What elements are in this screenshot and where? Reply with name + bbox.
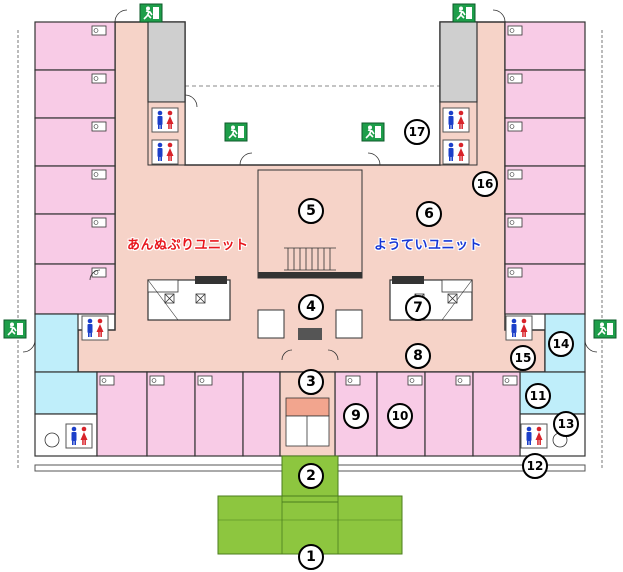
toilet-icon xyxy=(151,139,179,165)
exit-sign-icon xyxy=(224,122,248,142)
toilet-icon xyxy=(442,139,470,165)
toilet-icon xyxy=(151,107,179,133)
exit-sign-icon xyxy=(3,319,27,339)
marker-7: 7 xyxy=(405,295,431,321)
marker-12: 12 xyxy=(522,453,548,479)
marker-9: 9 xyxy=(343,403,369,429)
marker-1: 1 xyxy=(298,544,324,570)
marker-14: 14 xyxy=(548,331,574,357)
toilet-icon xyxy=(65,423,93,449)
marker-5: 5 xyxy=(298,198,324,224)
marker-15: 15 xyxy=(510,345,536,371)
exit-sign-icon xyxy=(452,3,476,23)
marker-2: 2 xyxy=(298,463,324,489)
marker-6: 6 xyxy=(416,201,442,227)
exit-sign-icon xyxy=(593,319,617,339)
marker-11: 11 xyxy=(525,383,551,409)
marker-13: 13 xyxy=(553,411,579,437)
toilet-icon xyxy=(81,315,109,341)
marker-4: 4 xyxy=(298,294,324,320)
exit-sign-icon xyxy=(361,122,385,142)
marker-10: 10 xyxy=(387,403,413,429)
toilet-icon xyxy=(442,107,470,133)
marker-17: 17 xyxy=(404,119,430,145)
marker-8: 8 xyxy=(405,343,431,369)
marker-3: 3 xyxy=(298,369,324,395)
marker-16: 16 xyxy=(472,171,498,197)
exit-sign-icon xyxy=(139,3,163,23)
unit-label-youtei: ようていユニット xyxy=(374,238,483,253)
toilet-icon xyxy=(505,315,533,341)
toilet-icon xyxy=(520,423,548,449)
unit-label-annupuri: あんぬぷりユニット xyxy=(127,238,249,253)
